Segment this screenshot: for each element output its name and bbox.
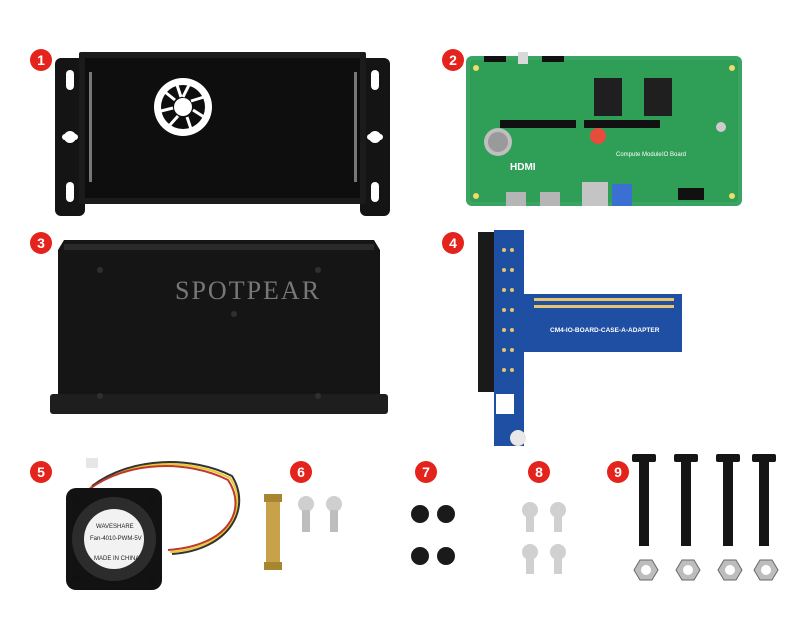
fan-brand-text: WAVESHARE xyxy=(96,524,134,530)
silver-screws xyxy=(522,502,566,574)
board-hdmi-text: HDMI xyxy=(510,162,536,173)
fan-origin-text: MADE IN CHINA xyxy=(94,556,139,562)
badge-1: 1 xyxy=(30,49,52,71)
badge-9: 9 xyxy=(607,461,629,483)
badge-2: 2 xyxy=(442,49,464,71)
cooling-fan: WAVESHARE Fan-4010-PWM-5V MADE IN CHINA xyxy=(66,458,241,590)
badge-8: 8 xyxy=(528,461,550,483)
cm4-io-board: HDMI Compute Module IO Board xyxy=(466,52,742,206)
adapter-brand-text: waveshare xyxy=(490,402,496,426)
board-io-text: IO Board xyxy=(662,152,686,158)
case-bottom-tray xyxy=(55,52,390,216)
standoff-and-screws xyxy=(264,494,342,570)
badge-7: 7 xyxy=(415,461,437,483)
black-screws xyxy=(411,505,455,565)
case-lid xyxy=(50,240,388,414)
badge-3: 3 xyxy=(30,232,52,254)
fan-model-text: Fan-4010-PWM-5V xyxy=(90,536,142,542)
watermark-text: SPOTPEAR xyxy=(175,276,322,305)
long-bolts-and-nuts xyxy=(632,454,779,581)
adapter-label-text: CM4-IO-BOARD-CASE-A-ADAPTER xyxy=(550,327,660,334)
badge-6: 6 xyxy=(290,461,312,483)
badge-5: 5 xyxy=(30,461,52,483)
badge-4: 4 xyxy=(442,232,464,254)
board-cm-text: Compute Module xyxy=(616,152,662,158)
case-adapter-board: CM4-IO-BOARD-CASE-A-ADAPTER waveshare xyxy=(478,230,682,446)
fan-grill-icon xyxy=(154,78,212,136)
